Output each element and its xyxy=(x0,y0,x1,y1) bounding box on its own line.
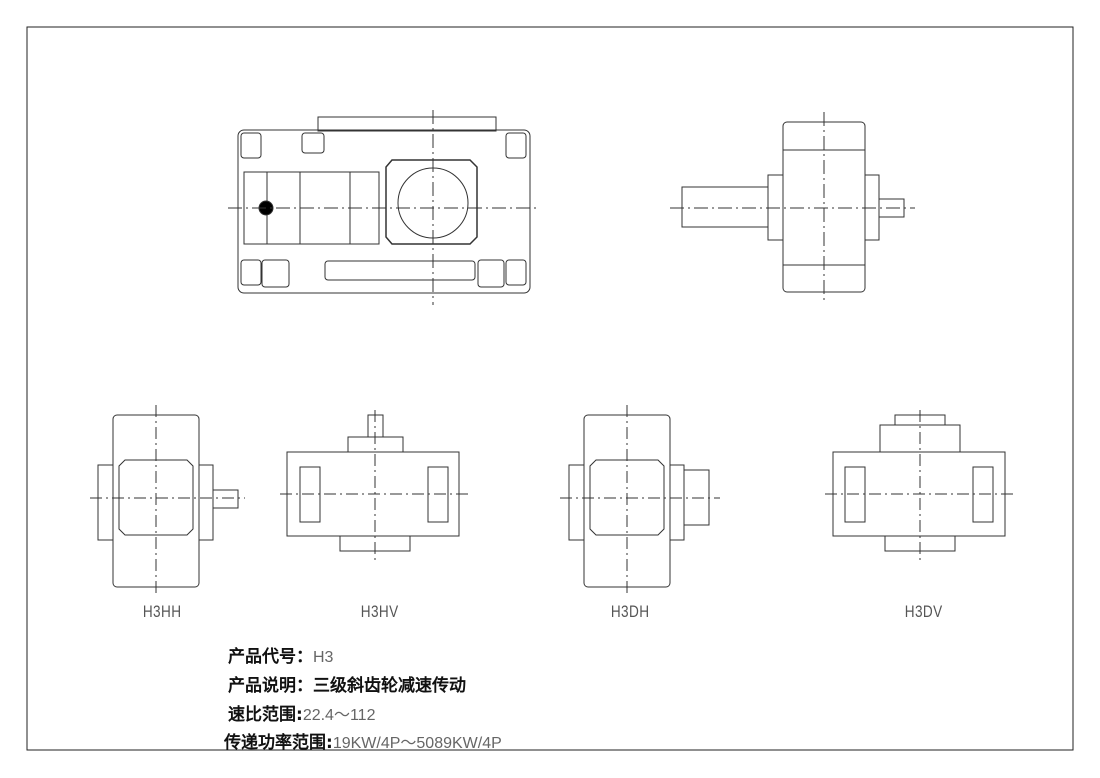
info-power-range: 传递功率范围:19KW/4P～5089KW/4P xyxy=(224,728,502,753)
info-label: 产品代号： xyxy=(228,647,313,667)
info-ratio-range: 速比范围:22.4～112 xyxy=(228,700,375,725)
info-label: 传递功率范围: xyxy=(224,733,333,753)
info-label: 产品说明： xyxy=(228,676,313,696)
view-label-h3hh: H3HH xyxy=(142,602,182,621)
view-label-h3dv: H3DV xyxy=(904,602,943,621)
view-h3dh xyxy=(560,405,720,595)
info-product-code: 产品代号：H3 xyxy=(228,642,333,667)
view-label-h3dh: H3DH xyxy=(610,602,650,621)
info-value: 三级斜齿轮减速传动 xyxy=(313,676,466,696)
info-label: 速比范围: xyxy=(228,705,303,725)
main-front-view xyxy=(228,110,540,305)
info-value: H3 xyxy=(313,649,334,666)
view-h3hh xyxy=(90,405,245,595)
info-value: 19KW/4P～5089KW/4P xyxy=(332,735,502,752)
view-label-h3hv: H3HV xyxy=(360,602,399,621)
view-h3hv xyxy=(280,410,470,560)
view-h3dv xyxy=(825,410,1015,560)
drawing-frame xyxy=(26,26,1074,751)
main-side-view xyxy=(670,112,915,300)
info-value: 22.4～112 xyxy=(302,707,376,724)
info-product-desc: 产品说明：三级斜齿轮减速传动 xyxy=(228,671,466,696)
